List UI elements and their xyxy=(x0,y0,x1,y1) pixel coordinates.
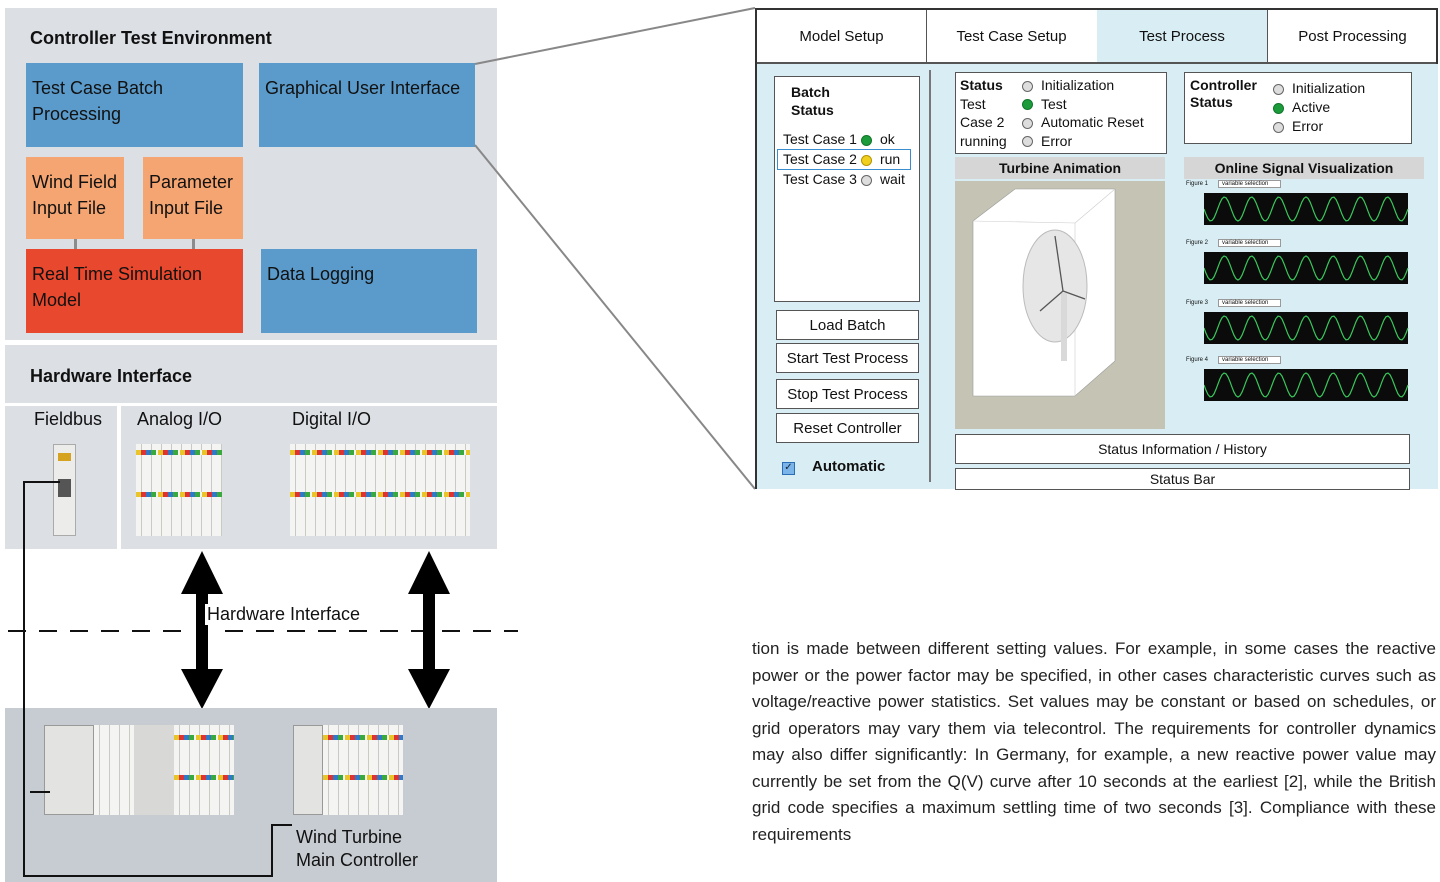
signal-figure-2: Figure 2 variable selection xyxy=(1184,239,1422,296)
signal-plot xyxy=(1204,312,1409,344)
real-time-simulation-box: Real Time Simulation Model xyxy=(26,249,243,333)
status-sublabel: Case 2 xyxy=(960,114,1005,130)
data-logging-box: Data Logging xyxy=(261,249,477,333)
automatic-label: Automatic xyxy=(812,458,886,475)
status-option[interactable]: Error xyxy=(1018,132,1144,151)
analog-io-modules xyxy=(136,444,222,536)
controller-option[interactable]: Error xyxy=(1269,117,1365,136)
variable-selection-dropdown[interactable]: variable selection xyxy=(1218,180,1282,188)
figure-label: Figure 3 xyxy=(1186,300,1209,306)
hardware-interface-title: Hardware Interface xyxy=(30,366,193,386)
status-sublabel: running xyxy=(960,132,1007,149)
controller-radio-group: Initialization Active Error xyxy=(1269,79,1365,136)
fieldbus-cable xyxy=(23,481,292,877)
status-sublabel: Test xyxy=(960,95,986,112)
controller-option[interactable]: Initialization xyxy=(1269,79,1365,98)
batch-status-title: Batch Status xyxy=(791,84,834,118)
signal-figure-1: Figure 1 variable selection xyxy=(1184,180,1422,237)
wait-status-icon xyxy=(860,174,872,186)
batch-processing-box: Test Case Batch Processing xyxy=(26,63,243,147)
stop-test-process-button[interactable]: Stop Test Process xyxy=(776,379,919,409)
environment-title: Controller Test Environment xyxy=(30,28,272,48)
figure-label: Figure 2 xyxy=(1186,240,1209,246)
body-paragraph: tion is made between different setting v… xyxy=(752,639,1436,844)
status-radio-group: Initialization Test Automatic Reset Erro… xyxy=(1018,76,1144,150)
signal-plot xyxy=(1204,193,1409,225)
hardware-interface-connection xyxy=(8,551,518,709)
start-test-process-button[interactable]: Start Test Process xyxy=(776,343,919,373)
parameter-input-box: Parameter Input File xyxy=(143,157,243,239)
figure-label: Figure 1 xyxy=(1186,181,1209,187)
turbine-animation-title: Turbine Animation xyxy=(955,157,1165,179)
hardware-interface-panel xyxy=(5,345,497,403)
run-status-icon xyxy=(860,154,872,166)
digital-io-modules xyxy=(290,444,470,536)
main-controller-modules xyxy=(44,725,234,815)
variable-selection-dropdown[interactable]: variable selection xyxy=(1218,239,1282,247)
gui-box: Graphical User Interface xyxy=(259,63,475,147)
analog-io-label: Analog I/O xyxy=(137,409,223,429)
variable-selection-dropdown[interactable]: variable selection xyxy=(1218,299,1282,307)
hardware-interface-label: Hardware Interface xyxy=(205,604,363,625)
status-bar: Status Bar xyxy=(955,468,1410,490)
status-title: Status xyxy=(960,77,1003,93)
variable-selection-dropdown[interactable]: variable selection xyxy=(1218,356,1282,364)
status-option[interactable]: Initialization xyxy=(1018,76,1144,95)
signal-figure-4: Figure 4 variable selection xyxy=(1184,356,1422,413)
status-information-history: Status Information / History xyxy=(955,434,1410,464)
status-panel: Status Test Case 2 running Initializatio… xyxy=(955,72,1167,154)
tab-test-process[interactable]: Test Process xyxy=(1097,10,1268,62)
controller-label: Wind Turbine Main Controller xyxy=(296,827,419,870)
reset-controller-button[interactable]: Reset Controller xyxy=(776,413,919,443)
controller-status-title: Controller Status xyxy=(1190,77,1257,110)
signal-plot xyxy=(1204,252,1409,284)
turbine-animation-view xyxy=(955,181,1165,429)
connector-line xyxy=(192,239,195,249)
controller-status-panel: Controller Status Initialization Active … xyxy=(1184,72,1412,144)
automatic-checkbox[interactable]: ✓ xyxy=(782,462,795,475)
status-option[interactable]: Automatic Reset xyxy=(1018,113,1144,132)
signal-plot xyxy=(1204,369,1409,401)
status-option[interactable]: Test xyxy=(1018,95,1144,114)
signal-figure-3: Figure 3 variable selection xyxy=(1184,299,1422,356)
fieldbus-coupler-module xyxy=(53,444,76,536)
status-labels: Status Test Case 2 running xyxy=(960,76,1007,150)
tab-test-case-setup[interactable]: Test Case Setup xyxy=(926,10,1098,62)
tab-model-setup[interactable]: Model Setup xyxy=(757,10,927,62)
figure-label: Figure 4 xyxy=(1186,357,1209,363)
panel-divider xyxy=(929,70,931,482)
connector-line xyxy=(74,239,77,249)
signal-visualization-title: Online Signal Visualization xyxy=(1184,157,1424,179)
digital-io-label: Digital I/O xyxy=(292,409,372,429)
fieldbus-label: Fieldbus xyxy=(34,409,103,429)
ok-status-icon xyxy=(860,134,872,146)
load-batch-button[interactable]: Load Batch xyxy=(776,310,919,340)
controller-io-modules xyxy=(293,725,403,815)
wind-field-input-box: Wind Field Input File xyxy=(26,157,124,239)
turbine-icon xyxy=(972,188,1116,397)
controller-option[interactable]: Active xyxy=(1269,98,1365,117)
gui-zoom-lines xyxy=(474,7,756,490)
tab-post-processing[interactable]: Post Processing xyxy=(1298,27,1407,45)
gui-window: Model Setup Test Case Setup Test Process… xyxy=(755,8,1438,490)
